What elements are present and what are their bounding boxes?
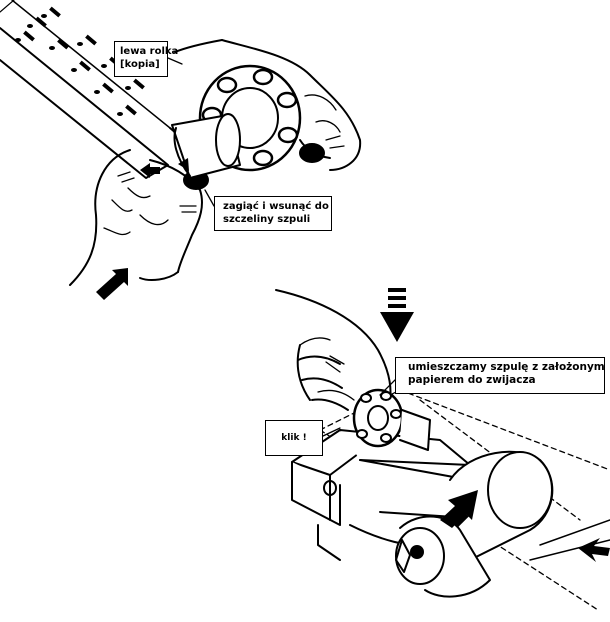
arrow-exit-icon <box>578 538 610 562</box>
spool-bottom <box>352 388 431 451</box>
paper-roll <box>395 450 554 598</box>
arrow-up-right-icon <box>96 268 128 300</box>
callout-fold-insert-line-2: szczeliny szpuli <box>223 214 311 225</box>
callout-click: klik ! <box>265 420 323 456</box>
callout-left-roll: lewa rolka [kopia] <box>114 41 179 77</box>
paper-exit <box>529 519 610 561</box>
arrow-insert-icon <box>140 158 189 178</box>
callout-left-roll-line-2: [kopia] <box>120 59 160 70</box>
callout-place-spool: umieszczamy szpulę z założonym papierem … <box>395 357 605 394</box>
right-hand <box>174 39 362 171</box>
callout-fold-insert-line-1: zagiąć i wsunąć do <box>223 201 329 212</box>
spool-top <box>171 64 302 179</box>
callout-fold-insert: zagiąć i wsunąć do szczeliny szpuli <box>214 196 332 231</box>
down-arrow-icon <box>380 288 414 342</box>
callout-leaders <box>167 57 396 437</box>
hand-placing-spool <box>275 289 392 411</box>
callout-place-spool-line-1: umieszczamy szpulę z założonym <box>408 361 605 373</box>
callout-left-roll-line-1: lewa rolka <box>120 46 179 57</box>
callout-click-label: klik ! <box>281 433 307 443</box>
callout-place-spool-line-2: papierem do zwijacza <box>408 374 536 386</box>
arrow-feed-icon <box>440 490 478 528</box>
